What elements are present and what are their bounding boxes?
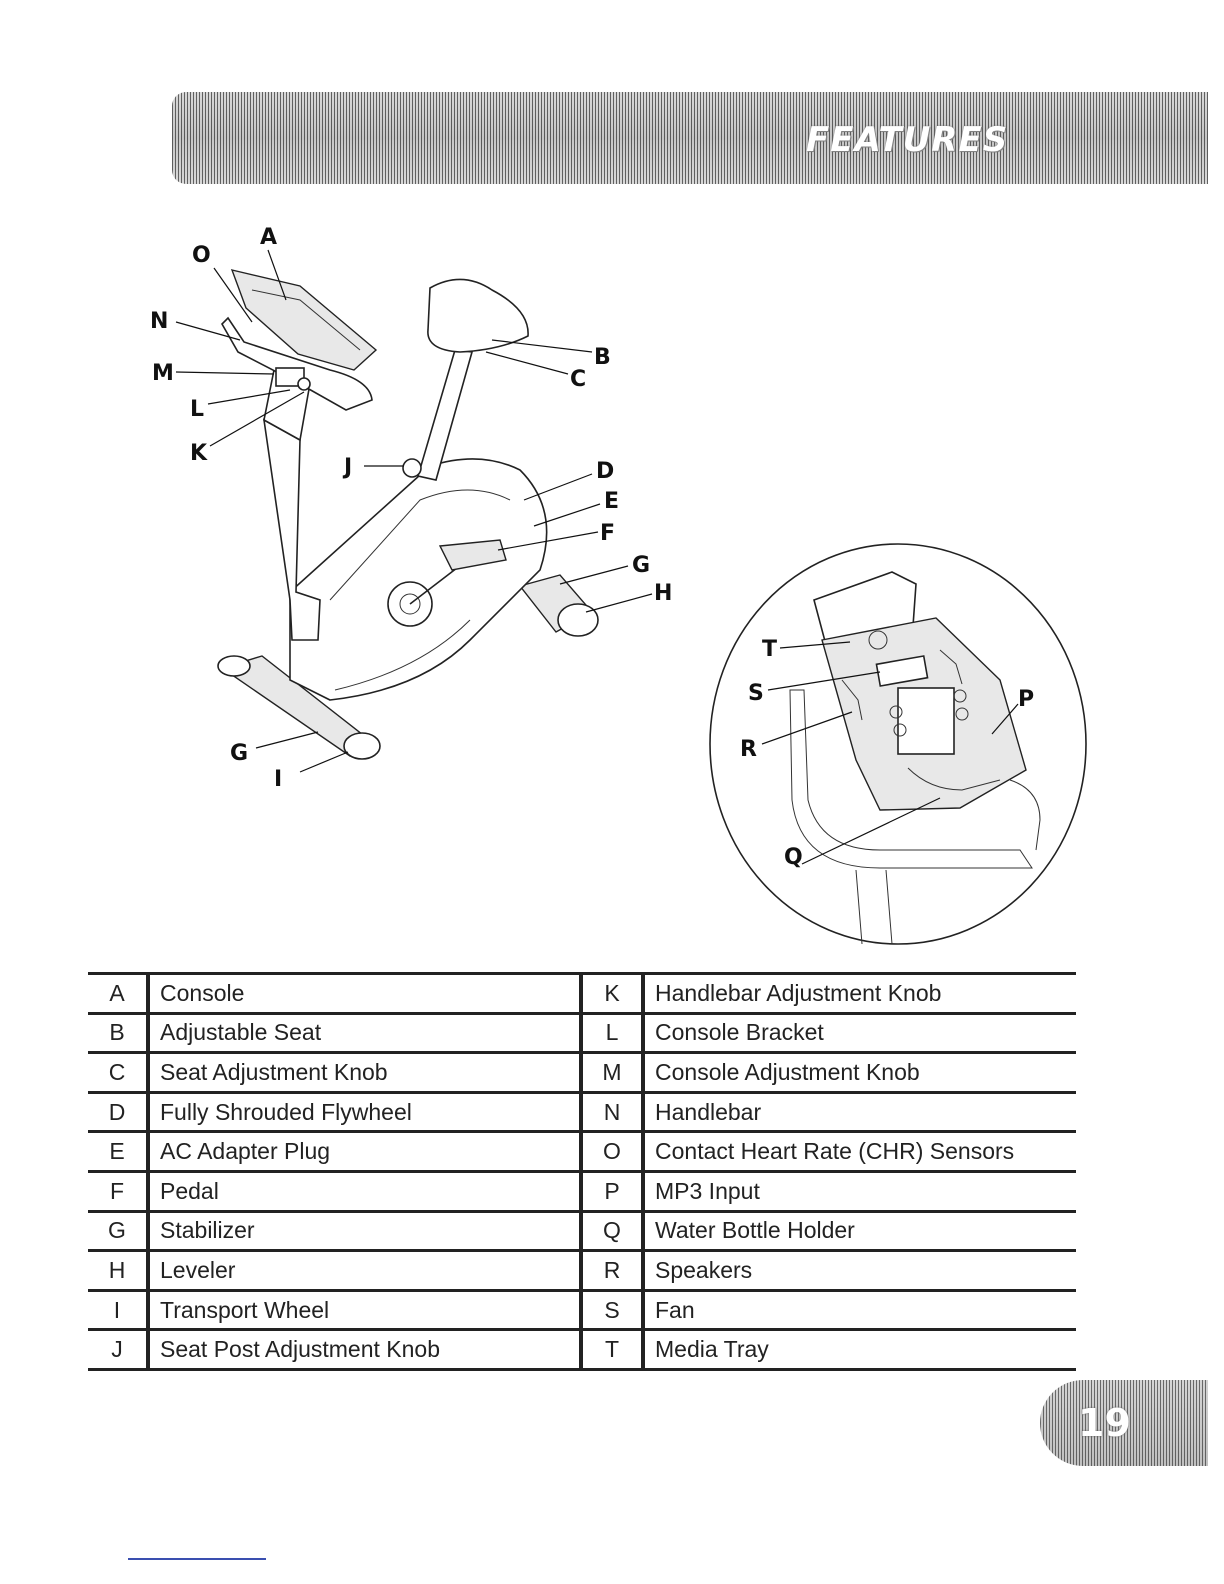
footer-rule — [128, 1558, 266, 1560]
row-text-right: Speakers — [641, 1249, 1076, 1291]
row-letter-left: I — [88, 1288, 148, 1331]
row-letter-left: E — [88, 1130, 148, 1172]
callout-leaders — [175, 249, 653, 773]
row-letter-right: T — [579, 1328, 643, 1371]
row-text-left: Leveler — [146, 1249, 581, 1291]
callout-H: H — [654, 581, 672, 606]
detail-leaders — [761, 641, 1019, 865]
row-letter-left: C — [88, 1051, 148, 1093]
row-letter-left: J — [88, 1328, 148, 1371]
callout-J: J — [342, 455, 352, 480]
bike-illustration — [217, 269, 599, 760]
row-letter-right: O — [579, 1130, 643, 1172]
row-letter-right: Q — [579, 1209, 643, 1252]
row-text-left: Seat Adjustment Knob — [146, 1051, 581, 1093]
page-number: 19 — [1078, 1401, 1131, 1445]
callout-N: N — [150, 309, 168, 334]
callout-F: F — [600, 521, 615, 546]
row-letter-left: A — [88, 972, 148, 1014]
callout-A: A — [260, 225, 277, 250]
row-letter-right: R — [579, 1249, 643, 1291]
row-text-right: Water Bottle Holder — [641, 1209, 1076, 1252]
callout-T: T — [762, 637, 777, 662]
callout-E: E — [604, 489, 619, 514]
row-text-right: Handlebar — [641, 1090, 1076, 1133]
row-letter-right: N — [579, 1090, 643, 1133]
row-text-right: Contact Heart Rate (CHR) Sensors — [641, 1130, 1076, 1172]
row-letter-left: G — [88, 1209, 148, 1252]
row-text-right: Console Adjustment Knob — [641, 1051, 1076, 1093]
row-letter-right: L — [579, 1011, 643, 1054]
row-text-left: Fully Shrouded Flywheel — [146, 1090, 581, 1133]
page-title: FEATURES — [806, 120, 1009, 160]
callout-L: L — [190, 397, 204, 422]
row-letter-left: F — [88, 1169, 148, 1212]
row-letter-left: H — [88, 1249, 148, 1291]
callout-labels: A B C D E F G H I J K L M N O G — [150, 225, 672, 792]
row-letter-left: B — [88, 1011, 148, 1054]
detail-labels: P Q R S T — [740, 637, 1034, 870]
row-text-left: Pedal — [146, 1169, 581, 1212]
callout-R: R — [740, 737, 757, 762]
header-band — [172, 92, 1208, 184]
row-text-right: Handlebar Adjustment Knob — [641, 972, 1076, 1014]
callout-M: M — [152, 361, 174, 386]
row-text-right: Media Tray — [641, 1328, 1076, 1371]
row-text-right: Fan — [641, 1288, 1076, 1331]
callout-O: O — [192, 243, 211, 268]
row-text-left: Transport Wheel — [146, 1288, 581, 1331]
row-text-right: Console Bracket — [641, 1011, 1076, 1054]
callout-D: D — [596, 459, 614, 484]
callout-K: K — [190, 441, 208, 466]
row-text-right: MP3 Input — [641, 1169, 1076, 1212]
callout-G-rear: G — [230, 741, 248, 766]
row-letter-right: P — [579, 1169, 643, 1212]
console-detail — [709, 543, 1087, 945]
callout-P: P — [1018, 687, 1034, 712]
row-letter-left: D — [88, 1090, 148, 1133]
callout-S: S — [748, 681, 764, 706]
page-number-tab — [1040, 1380, 1208, 1466]
row-letter-right: M — [579, 1051, 643, 1093]
row-text-left: Seat Post Adjustment Knob — [146, 1328, 581, 1371]
row-text-left: Console — [146, 972, 581, 1014]
callout-Q: Q — [784, 845, 803, 870]
callout-B: B — [594, 345, 611, 370]
row-letter-right: K — [579, 972, 643, 1014]
callout-G-front: G — [632, 553, 650, 578]
row-letter-right: S — [579, 1288, 643, 1331]
bike-diagram: A B C D E F G H I J K L M N O G — [150, 225, 1087, 945]
callout-C: C — [570, 367, 586, 392]
row-text-left: Stabilizer — [146, 1209, 581, 1252]
callout-I: I — [274, 767, 282, 792]
row-text-left: AC Adapter Plug — [146, 1130, 581, 1172]
row-text-left: Adjustable Seat — [146, 1011, 581, 1054]
